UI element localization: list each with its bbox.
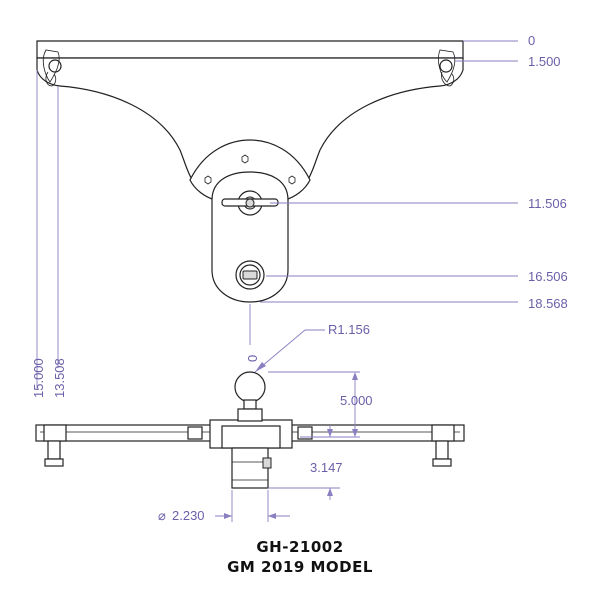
left-foot bbox=[43, 424, 67, 467]
dim-1500: 1.500 bbox=[528, 54, 561, 69]
fan-bolts bbox=[204, 154, 296, 185]
dim-5000: 5.000 bbox=[340, 393, 373, 408]
top-plate-bar bbox=[36, 40, 464, 59]
hitch-ball bbox=[234, 371, 266, 403]
right-foot bbox=[431, 424, 455, 467]
model-caption: GM 2019 MODEL bbox=[227, 558, 373, 576]
right-corner-pin bbox=[438, 49, 456, 87]
dim-diameter-symbol: ⌀ bbox=[158, 508, 166, 523]
dim-16506: 16.506 bbox=[528, 269, 568, 284]
latch-handle bbox=[221, 190, 279, 216]
dim-11506: 11.506 bbox=[528, 196, 567, 211]
dim-3147: 3.147 bbox=[310, 460, 343, 475]
side-view bbox=[35, 371, 465, 489]
dim-15000: 15.000 bbox=[31, 358, 46, 398]
ball-neck bbox=[243, 399, 257, 410]
ball-collar bbox=[237, 408, 263, 422]
dim-r1156: R1.156 bbox=[328, 322, 370, 337]
side-view-dimensions bbox=[215, 329, 360, 522]
left-corner-pin bbox=[42, 49, 62, 87]
dim-side-zero: 0 bbox=[245, 355, 260, 362]
top-view-dimensions bbox=[36, 40, 518, 388]
top-view bbox=[36, 40, 464, 303]
part-number-caption: GH-21002 bbox=[256, 538, 344, 556]
dim-18568: 18.568 bbox=[528, 296, 568, 311]
dim-top-zero: 0 bbox=[528, 33, 535, 48]
dim-2230: 2.230 bbox=[172, 508, 205, 523]
dim-13508: 13.508 bbox=[52, 358, 67, 398]
ball-lock bbox=[235, 260, 265, 290]
